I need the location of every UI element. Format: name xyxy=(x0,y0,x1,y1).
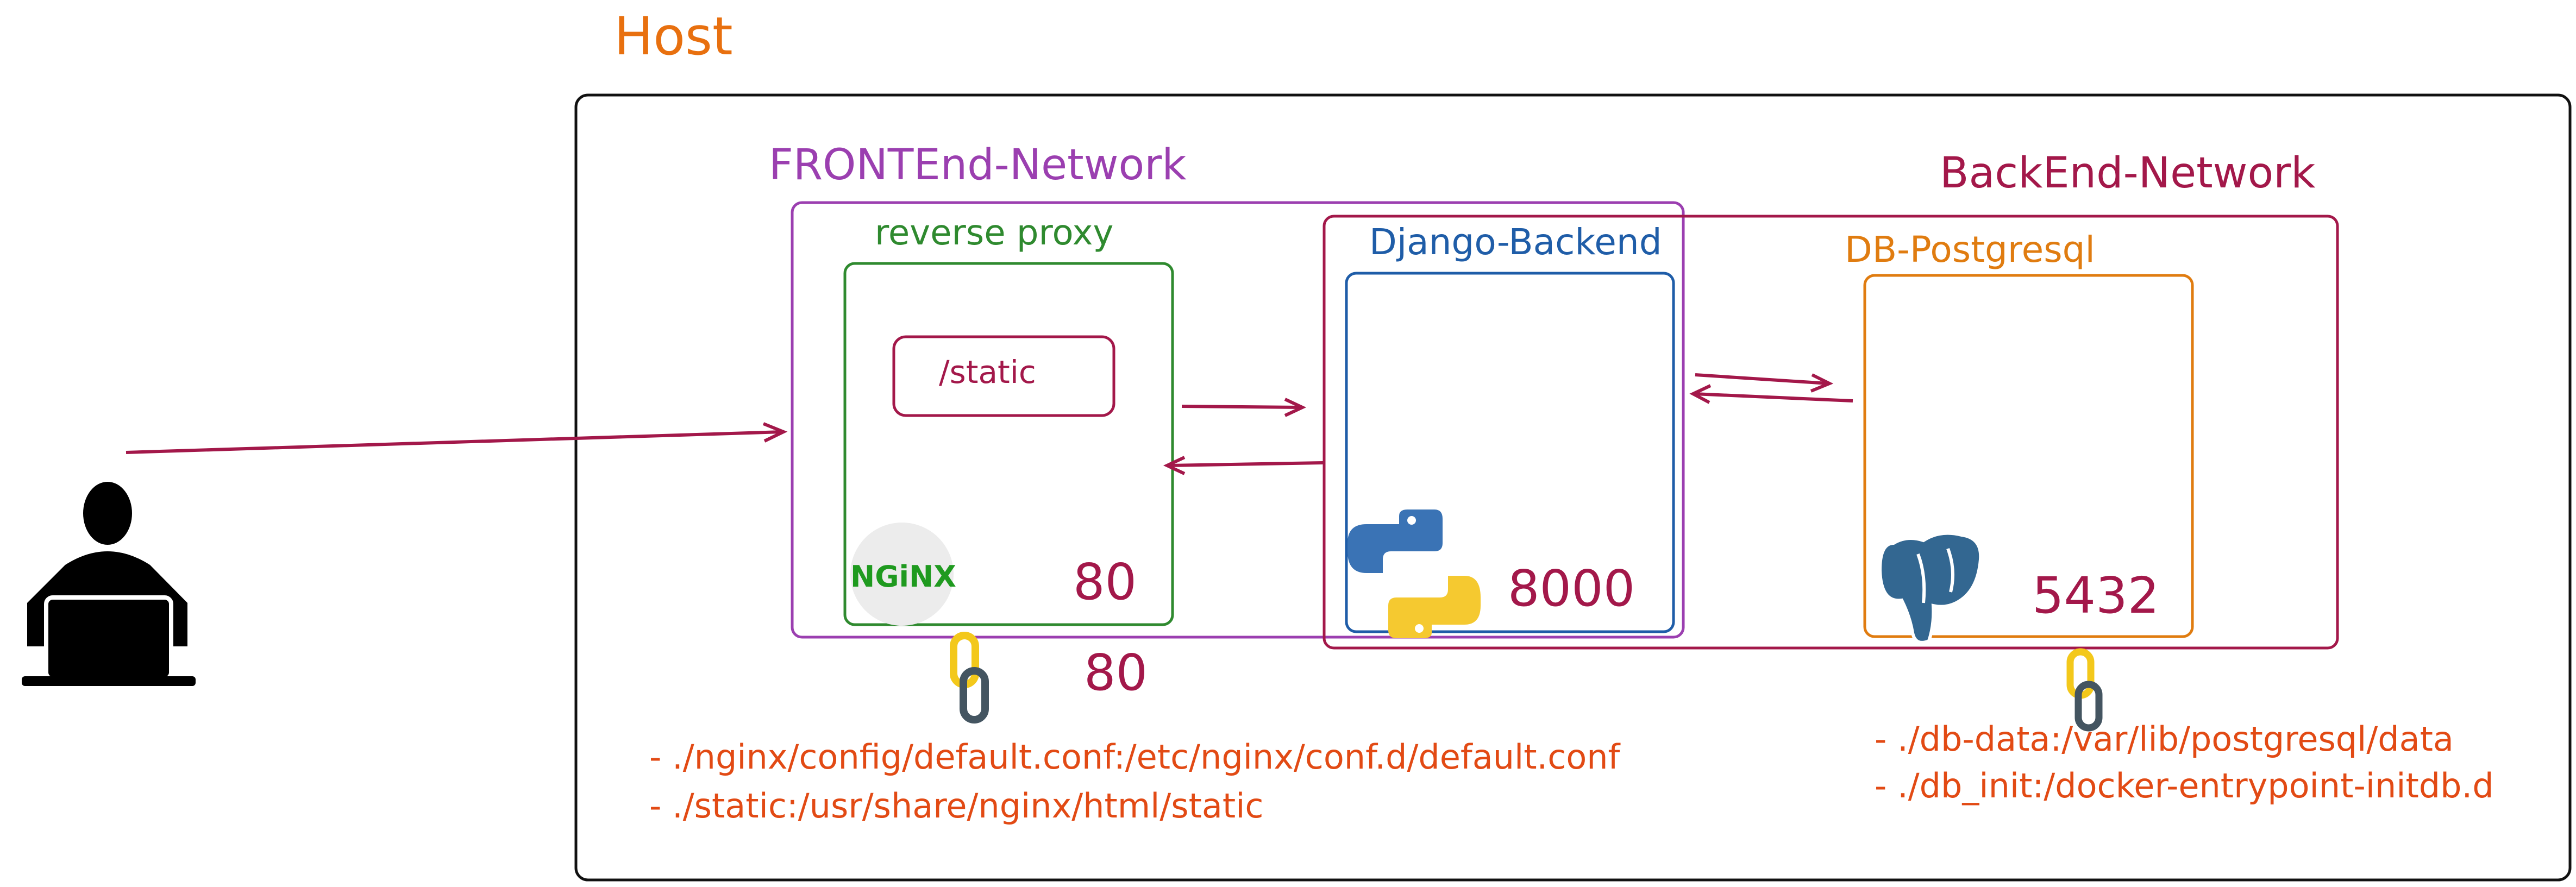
user-laptop-icon xyxy=(22,482,196,686)
backend-network-box xyxy=(1323,215,2339,650)
static-box-label: /static xyxy=(939,354,1036,391)
db-volume-line-1: - ./db-data:/var/lib/postgresql/data xyxy=(1875,719,2454,759)
reverse-proxy-label: reverse proxy xyxy=(875,213,1113,253)
proxy-to-django-arrow xyxy=(1181,398,1307,417)
backend-network-label: BackEnd-Network xyxy=(1940,149,2315,198)
nginx-volume-line-2: - ./static:/usr/share/nginx/html/static xyxy=(649,786,1264,826)
nginx-logo-text: NGiNX xyxy=(850,559,956,594)
db-volume-link-icon xyxy=(2066,648,2103,732)
nginx-volume-line-1: - ./nginx/config/default.conf:/etc/nginx… xyxy=(649,737,1621,777)
db-to-django-arrow xyxy=(1689,384,1853,404)
django-label: Django-Backend xyxy=(1369,221,1662,263)
nginx-volume-link-icon xyxy=(950,632,989,724)
db-label: DB-Postgresql xyxy=(1845,229,2095,270)
static-box xyxy=(892,335,1115,417)
python-logo-icon xyxy=(1347,509,1481,638)
django-port: 8000 xyxy=(1508,559,1635,618)
db-volume-line-2: - ./db_init:/docker-entrypoint-initdb.d xyxy=(1875,766,2494,806)
reverse-proxy-port: 80 xyxy=(1073,553,1137,611)
reverse-proxy-box xyxy=(843,262,1174,626)
db-port: 5432 xyxy=(2032,567,2159,625)
django-box xyxy=(1345,272,1675,633)
host-port: 80 xyxy=(1084,644,1148,702)
django-to-db-arrow xyxy=(1695,373,1834,393)
host-box xyxy=(574,93,2572,882)
user-to-proxy-arrow xyxy=(126,422,788,454)
host-label: Host xyxy=(614,6,733,67)
frontend-network-label: FRONTEnd-Network xyxy=(769,141,1187,190)
nginx-logo-icon xyxy=(850,523,954,626)
db-box xyxy=(1863,274,2194,638)
django-to-proxy-arrow xyxy=(1163,456,1324,475)
frontend-network-box xyxy=(791,201,1685,639)
postgres-elephant-icon xyxy=(1878,531,1983,644)
